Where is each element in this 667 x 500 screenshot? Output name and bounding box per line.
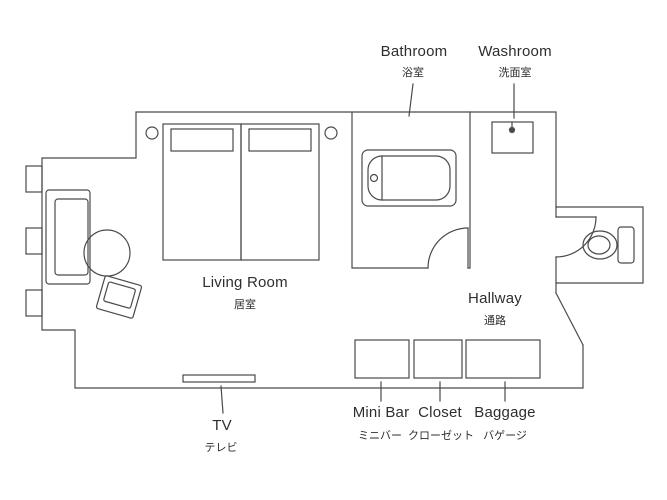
- bed-right: [240, 123, 320, 261]
- label-hallway-ja: 通路: [484, 315, 506, 327]
- wall-column-bottom: [25, 289, 43, 317]
- tv-board: [182, 374, 256, 383]
- bathtub: [361, 149, 457, 207]
- toilet-door-arc: [555, 216, 597, 258]
- label-baggage-en: Baggage: [474, 404, 536, 421]
- label-closet-ja: クローゼット: [408, 430, 474, 442]
- toilet-bowl-inner: [587, 235, 611, 255]
- label-baggage-ja: バゲージ: [483, 430, 527, 442]
- leader-tv: [220, 385, 224, 414]
- toilet-tank: [617, 226, 635, 264]
- bathtub-inner: [367, 155, 451, 201]
- sofa: [45, 189, 91, 285]
- label-washroom-ja: 洗面室: [498, 67, 532, 79]
- baggage-cabinet: [465, 339, 541, 379]
- chair-back: [103, 281, 136, 309]
- label-mini-bar-ja: ミニバー: [358, 430, 402, 442]
- minibar-cabinet: [354, 339, 410, 379]
- label-tv-en: TV: [212, 417, 232, 434]
- label-bathroom-ja: 浴室: [402, 67, 424, 79]
- sofa-seat: [54, 198, 89, 276]
- pillow-left: [170, 128, 234, 152]
- sink-faucet: [508, 126, 516, 134]
- label-hallway-en: Hallway: [468, 290, 522, 307]
- label-tv-ja: テレビ: [204, 442, 238, 454]
- pillow-right: [248, 128, 312, 152]
- wall-column-middle: [25, 227, 43, 255]
- bathroom-door-arc: [427, 227, 469, 269]
- bed-left: [162, 123, 242, 261]
- chair-seat: [95, 275, 143, 319]
- downlight-left: [145, 126, 159, 140]
- downlight-right: [324, 126, 338, 140]
- label-living-room-ja: 居室: [234, 299, 256, 311]
- outer-wall: [41, 111, 644, 389]
- chair: [95, 275, 143, 319]
- bathroom-wall: [351, 111, 471, 269]
- label-washroom-en: Washroom: [478, 43, 552, 60]
- leader-bathroom: [408, 83, 414, 117]
- label-mini-bar-en: Mini Bar: [352, 404, 410, 421]
- closet-cabinet: [413, 339, 463, 379]
- bathtub-faucet: [369, 173, 379, 183]
- entrance-door: [555, 292, 584, 346]
- label-living-room-en: Living Room: [202, 274, 288, 291]
- round-table: [83, 229, 131, 277]
- toilet-bowl: [582, 230, 618, 260]
- wall-column-top: [25, 165, 43, 193]
- label-closet-en: Closet: [418, 404, 462, 421]
- label-bathroom-en: Bathroom: [380, 43, 448, 60]
